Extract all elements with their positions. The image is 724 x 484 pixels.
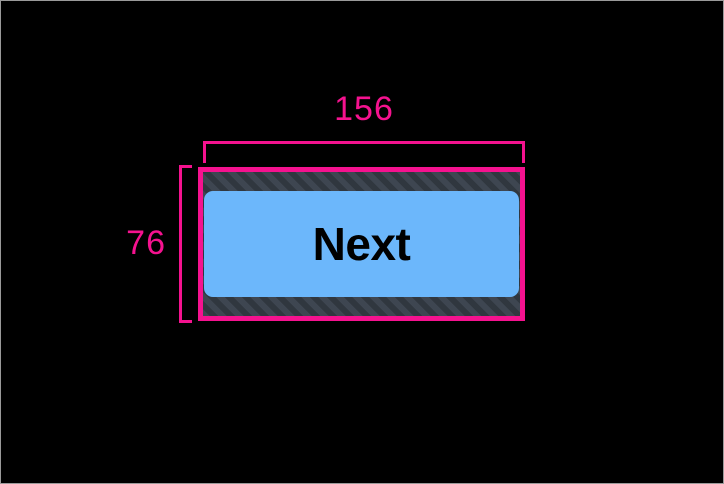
next-button[interactable]: Next <box>204 191 519 297</box>
inspected-element[interactable]: Next <box>198 167 525 321</box>
height-measurement-bracket <box>179 165 192 323</box>
width-measurement-bracket <box>203 141 525 163</box>
height-measurement-label: 76 <box>126 224 166 262</box>
width-measurement-label: 156 <box>334 90 394 128</box>
next-button-label: Next <box>312 218 411 270</box>
